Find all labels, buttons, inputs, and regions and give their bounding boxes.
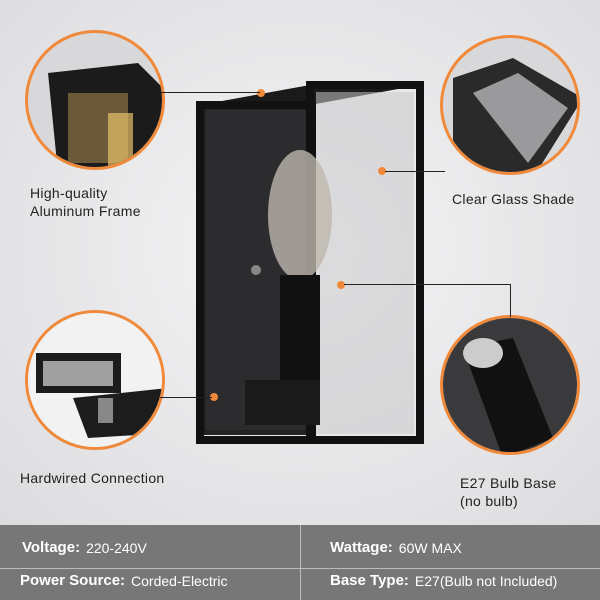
spec-label: Voltage: bbox=[22, 539, 81, 556]
spec-value: Corded-Electric bbox=[131, 572, 228, 589]
frame-label: High-quality Aluminum Frame bbox=[30, 184, 141, 220]
spec-value: 60W MAX bbox=[398, 539, 462, 556]
glass-label: Clear Glass Shade bbox=[452, 191, 575, 207]
spec-value: E27(Bulb not Included) bbox=[414, 572, 558, 589]
spec-power-source: Power Source: Corded-Electric bbox=[20, 562, 228, 599]
base-marker-dot bbox=[337, 281, 345, 289]
base-label: E27 Bulb Base (no bulb) bbox=[460, 474, 557, 510]
wall-lamp-image bbox=[196, 81, 424, 444]
base-label-line2: (no bulb) bbox=[460, 493, 518, 509]
bulb-base-detail-image bbox=[440, 315, 580, 455]
frame-marker-dot bbox=[257, 89, 265, 97]
spec-value: 220-240V bbox=[86, 539, 147, 556]
spec-wattage: Wattage: 60W MAX bbox=[330, 529, 462, 566]
spec-label: Wattage: bbox=[330, 539, 393, 556]
base-label-line1: E27 Bulb Base bbox=[460, 475, 557, 491]
wiring-detail-image bbox=[25, 310, 165, 450]
spec-voltage: Voltage: 220-240V bbox=[22, 529, 147, 566]
frame-detail-image bbox=[25, 30, 165, 170]
spec-base-type: Base Type: E27(Bulb not Included) bbox=[330, 562, 557, 599]
wiring-label: Hardwired Connection bbox=[20, 470, 165, 486]
glass-marker-dot bbox=[378, 167, 386, 175]
base-leader-line-vertical bbox=[510, 284, 511, 317]
spec-label: Power Source: bbox=[20, 572, 126, 589]
glass-detail-image bbox=[440, 35, 580, 175]
frame-label-line2: Aluminum Frame bbox=[30, 203, 141, 219]
base-leader-line bbox=[344, 284, 510, 285]
frame-leader-line bbox=[160, 92, 260, 93]
glass-leader-line bbox=[385, 171, 445, 172]
spec-label: Base Type: bbox=[330, 572, 409, 589]
column-divider bbox=[300, 525, 301, 600]
wiring-leader-line bbox=[160, 397, 212, 398]
wiring-marker-dot bbox=[210, 393, 218, 401]
frame-label-line1: High-quality bbox=[30, 185, 108, 201]
spec-table: Voltage: 220-240V Wattage: 60W MAX Power S… bbox=[0, 525, 600, 600]
